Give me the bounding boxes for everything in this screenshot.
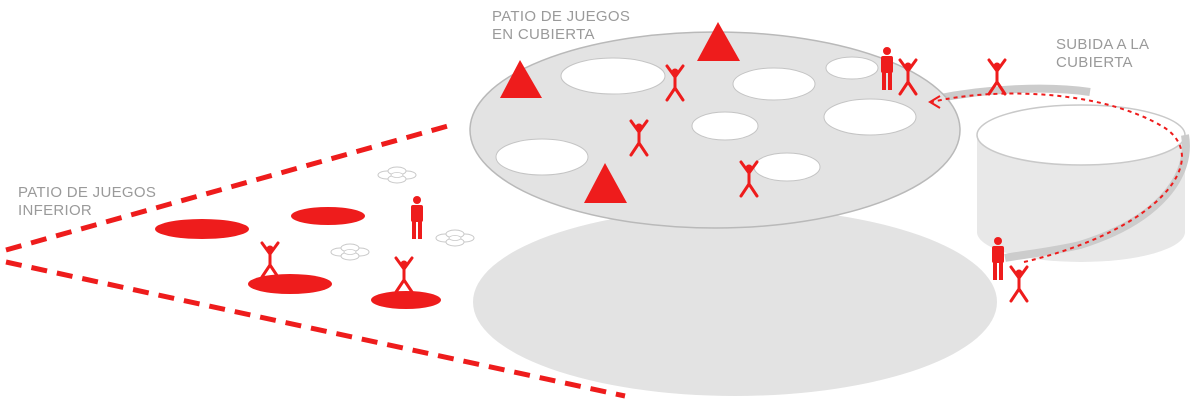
roof-playground-label: PATIO DE JUEGOS EN CUBIERTA: [492, 8, 630, 44]
child-jumping-icon: [1009, 265, 1029, 303]
roof-access-route: [931, 92, 1183, 263]
lower-playground-edge-bottom: [5, 259, 626, 399]
triangle-icon: [697, 22, 740, 61]
person-icon: [411, 196, 423, 239]
route-arrow-icon: [928, 95, 941, 109]
play-pad: [155, 219, 249, 239]
roof-access-cylinder: [934, 84, 1190, 262]
child-jumping-icon: [260, 241, 280, 279]
flower-outline-icon: [330, 243, 370, 261]
lower-playground-label: PATIO DE JUEGOS INFERIOR: [18, 184, 156, 220]
roof-playground-label-line: PATIO DE JUEGOS: [492, 8, 631, 25]
roof-access-label-line: SUBIDA A LA: [1056, 36, 1150, 53]
play-pad: [291, 207, 365, 225]
play-pad: [371, 291, 441, 309]
roof-playground-label-line: EN CUBIERTA: [492, 26, 595, 43]
play-pad: [248, 274, 332, 294]
triangle-icon: [500, 60, 542, 98]
roof-access-label: SUBIDA A LA CUBIERTA: [1056, 36, 1149, 72]
lower-playground-disc: [473, 208, 997, 396]
lower-playground-label-line: INFERIOR: [18, 202, 93, 219]
lower-playground-label-line: PATIO DE JUEGOS: [18, 184, 157, 201]
child-jumping-icon: [394, 256, 414, 294]
flower-outline-icon: [377, 166, 417, 184]
roof-access-label-line: CUBIERTA: [1056, 54, 1133, 71]
flower-outline-icon: [435, 229, 475, 247]
triangle-icon: [584, 163, 627, 203]
